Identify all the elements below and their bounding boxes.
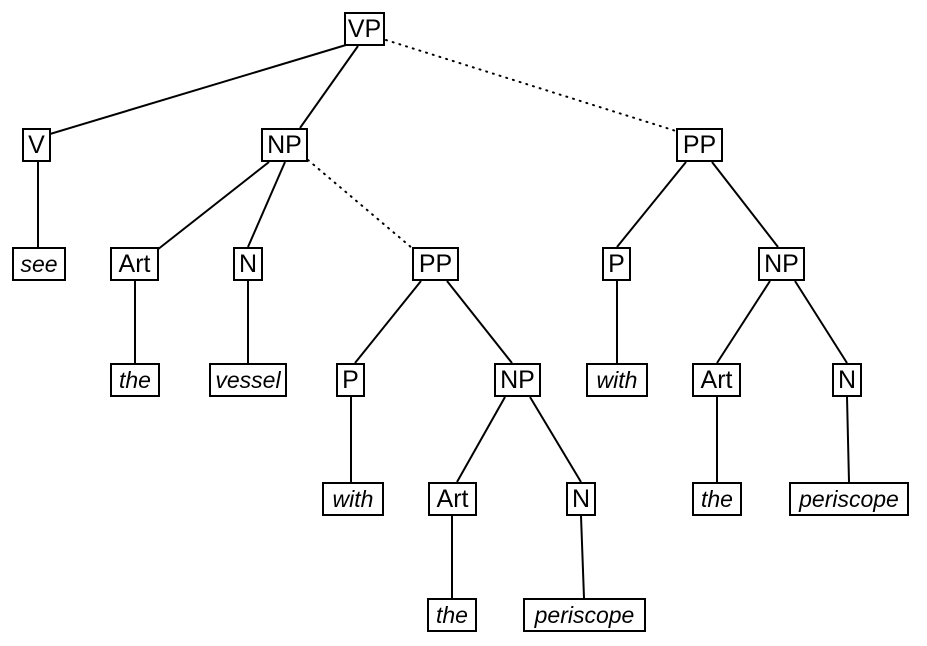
tree-node-art_right: Art [692,363,741,397]
tree-node-the_m: the [427,598,477,632]
tree-node-n1: N [233,247,263,281]
tree-node-peri_r: periscope [789,482,909,516]
tree-node-pp_right: PP [676,128,723,162]
tree-node-n_right: N [832,363,862,397]
tree-node-with_m: with [322,482,384,516]
tree-edge-np_right-to-art_right [716,280,771,364]
tree-node-see: see [12,247,66,281]
tree-node-p_mid: P [336,363,365,397]
tree-edge-pp_mid-to-np_mid [446,280,513,364]
tree-node-n_mid: N [566,482,596,516]
tree-edge-pp_right-to-p_right [616,161,687,248]
tree-edge-np1-to-pp_mid [307,159,413,249]
tree-node-peri_m: periscope [523,598,646,632]
tree-edge-np_right-to-n_right [794,280,848,364]
tree-node-np_right: NP [758,247,805,281]
tree-node-pp_mid: PP [412,247,459,281]
tree-node-art_mid: Art [428,482,477,516]
tree-edge-vp-to-np1 [299,45,359,129]
tree-edge-np_mid-to-art_mid [456,396,506,483]
tree-node-vessel: vessel [209,363,287,397]
tree-edge-np1-to-art1 [156,161,270,251]
tree-node-the1: the [110,363,160,397]
tree-node-art1: Art [110,247,159,281]
tree-edge-n_mid-to-peri_m [580,515,585,599]
tree-edge-np1-to-n1 [247,161,286,248]
tree-node-the_r: the [692,482,742,516]
tree-node-np1: NP [261,128,308,162]
tree-edge-pp_mid-to-p_mid [354,280,422,364]
tree-edge-pp_right-to-np_right [711,161,779,248]
tree-node-np_mid: NP [494,363,541,397]
tree-edge-np_mid-to-n_mid [529,396,582,483]
tree-node-p_right: P [602,247,631,281]
tree-node-vp: VP [344,12,385,46]
tree-edge-vp-to-v [49,44,347,135]
tree-edge-vp-to-pp_right [385,39,677,132]
tree-node-with_r: with [586,363,648,397]
tree-edge-n_right-to-peri_r [846,396,850,483]
tree-node-v: V [22,128,51,162]
